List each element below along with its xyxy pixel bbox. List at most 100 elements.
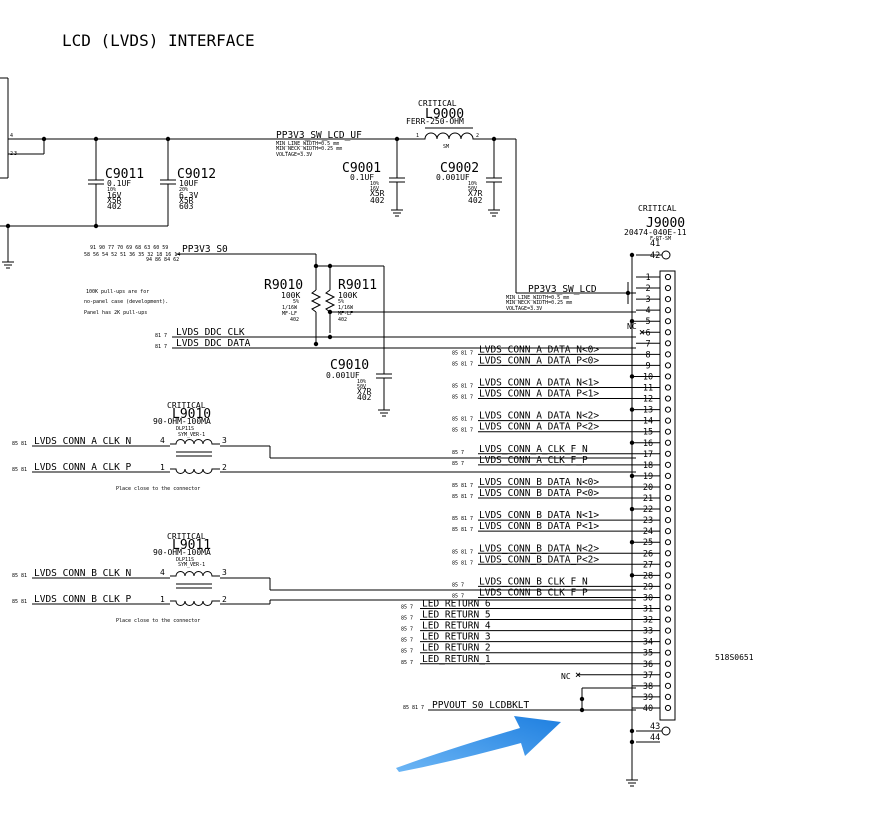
component-package: DLP11S xyxy=(176,426,194,432)
net-label-ddc-clk: LVDS_DDC_CLK xyxy=(176,327,245,338)
pin-number: 9 xyxy=(645,361,650,371)
page-ref: 85 81 7 xyxy=(452,384,473,390)
pin-contact xyxy=(664,605,672,612)
pin-number: 27 xyxy=(643,560,653,570)
pin-number: 16 xyxy=(643,439,653,449)
component-package: DLP11S xyxy=(176,557,194,563)
pin-number: 34 xyxy=(643,638,653,648)
pin-contact xyxy=(664,693,672,701)
pin-contact xyxy=(664,417,672,424)
pin-net-label: LED_RETURN_6 xyxy=(422,599,491,610)
pin-number: 6 xyxy=(645,328,650,338)
callout-arrow xyxy=(396,716,561,772)
pin-number: 42 xyxy=(650,251,660,261)
component-value: MF-LF xyxy=(338,311,353,317)
net-label-b-clk-p: LVDS_CONN_B_CLK_P xyxy=(34,594,132,605)
pin-net-label: LVDS_CONN_B_DATA_N<0> xyxy=(479,477,599,488)
page-ref: 85 7 xyxy=(452,450,464,456)
page-ref: 81 7 xyxy=(155,333,167,339)
page-ref: 85 7 xyxy=(452,593,464,599)
net-label-pp3v3-s0: PP3V3_S0 xyxy=(182,244,228,255)
net-note: MIN_NECK_WIDTH=0.25 mm xyxy=(276,146,342,152)
component-ref: C9010 xyxy=(330,358,369,373)
pin-net-label: LED_RETURN_1 xyxy=(422,654,491,665)
choke-l9011: CRITICAL L9011 90-OHM-100MA DLP11S SYM_V… xyxy=(153,532,227,606)
component-value: 10% xyxy=(468,181,477,187)
pin-label: 1 xyxy=(160,595,165,604)
page-ref: 81 7 xyxy=(155,344,167,350)
component-value: 402 xyxy=(107,202,122,211)
component-value: 90-OHM-100MA xyxy=(153,548,211,557)
pin-contact xyxy=(664,572,672,579)
component-value: 402 xyxy=(468,196,483,205)
pin-contact xyxy=(664,583,672,590)
connector-part-number: 518S0651 xyxy=(715,653,754,662)
pin-contact xyxy=(664,550,672,557)
page-ref: 85 81 7 xyxy=(452,494,473,500)
nc-mark xyxy=(575,672,581,678)
pin-number: 5 xyxy=(645,317,650,327)
capacitor-c9011: C9011 0.1UF 10% 16V X5R 402 xyxy=(88,139,144,226)
component-value: 402 xyxy=(338,317,347,323)
pin-contact xyxy=(664,307,672,314)
net-label-ddc-data: LVDS_DDC_DATA xyxy=(176,338,251,349)
pin-contact xyxy=(664,296,672,303)
pin-contact xyxy=(664,450,672,457)
pin-number: 10 xyxy=(643,372,653,382)
page-ref: 85 7 xyxy=(452,461,464,467)
component-subtext: SYM_VER-1 xyxy=(178,432,205,438)
pin-label: 1 xyxy=(160,463,165,472)
connector-j9000: 41 42 43 44 12345678LVDS_CONN_A_DATA_N<0… xyxy=(401,239,676,743)
pin-number: 20 xyxy=(643,483,653,493)
net-label-a-clk-n: LVDS_CONN_A_CLK_N xyxy=(34,436,132,447)
pin-number: 33 xyxy=(643,627,653,637)
pin-number: 19 xyxy=(643,472,653,482)
pin-label: 4 xyxy=(160,568,165,577)
pin-number: 23 xyxy=(643,516,653,526)
pin-number: 7 xyxy=(645,339,650,349)
page-ref: 85 81 7 xyxy=(452,516,473,522)
left-connector-stub: 4 2 3 xyxy=(0,77,17,179)
pin-contact xyxy=(664,638,672,645)
pin-label: 4 xyxy=(10,133,13,139)
component-value: 6.3V xyxy=(179,191,198,200)
component-value: 10UF xyxy=(179,179,198,188)
pin-number: 2 xyxy=(645,284,650,294)
pin-contact xyxy=(664,284,672,292)
pin-net-label: LVDS_CONN_B_DATA_P<0> xyxy=(479,488,599,499)
resistor-r9011: R9011 100K 5% 1/16W MF-LF 402 xyxy=(324,266,377,333)
component-value: 10% xyxy=(370,181,379,187)
pin-net-label: LVDS_CONN_A_DATA_N<2> xyxy=(479,411,599,422)
component-ref: R9010 xyxy=(264,278,303,293)
critical-tag: CRITICAL xyxy=(167,401,206,410)
critical-tag: CRITICAL xyxy=(418,99,457,108)
page-ref: 85 81 7 xyxy=(452,395,473,401)
pin-contact xyxy=(664,528,672,535)
page-ref: 85 81 xyxy=(12,441,27,447)
component-ref: L9010 xyxy=(172,407,211,422)
net-note: VOLTAGE=3.3V xyxy=(276,152,312,158)
pin-contact xyxy=(664,704,672,712)
component-subtext: SYM_VER-1 xyxy=(178,562,205,568)
pin-contact xyxy=(664,395,672,402)
pin-number: 24 xyxy=(643,527,653,537)
page-ref-list: 94 86 84 62 xyxy=(146,257,179,263)
pin-net-label: LED_RETURN_4 xyxy=(422,621,491,632)
pin-net-label: LED_RETURN_5 xyxy=(422,610,491,621)
net-note: MIN_LINE_WIDTH=0.5 mm xyxy=(276,141,339,147)
component-value: 0.1UF xyxy=(350,173,374,182)
pin-label: 2 xyxy=(222,595,227,604)
pin-net-label: LVDS_CONN_A_CLK_F_P xyxy=(479,455,588,466)
page-ref: 85 7 xyxy=(401,649,413,655)
placement-note: Place close to the connector xyxy=(116,486,200,492)
pin-net-label: LVDS_CONN_B_CLK_F_P xyxy=(479,587,588,598)
pin-net-label: LVDS_CONN_B_DATA_N<1> xyxy=(479,510,599,521)
pin-contact xyxy=(664,472,672,479)
page-title: LCD (LVDS) INTERFACE xyxy=(62,31,255,50)
pin-contact xyxy=(664,318,672,325)
component-value: 50V xyxy=(468,186,477,192)
placement-note: Place close to the connector xyxy=(116,618,200,624)
choke-l9010: CRITICAL L9010 90-OHM-100MA DLP11S SYM_V… xyxy=(153,401,227,474)
connector-ref: J9000 xyxy=(646,216,685,231)
